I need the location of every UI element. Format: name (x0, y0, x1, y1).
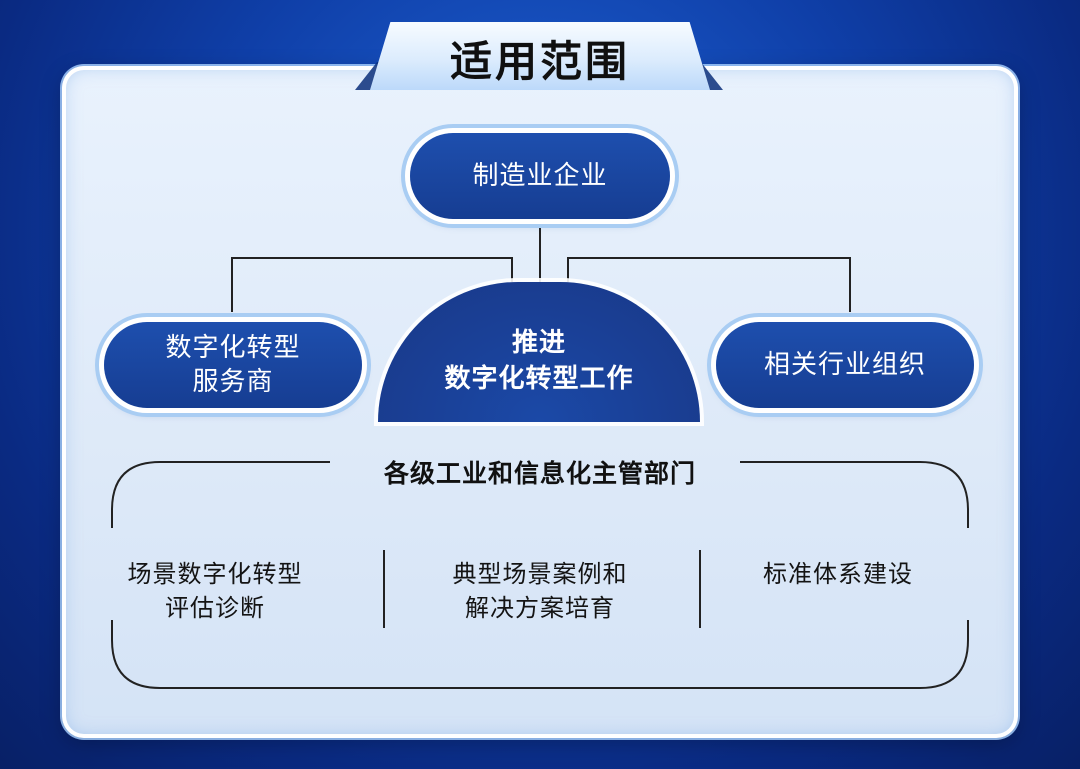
group-item-case-cultivation: 典型场景案例和 解决方案培育 (452, 560, 628, 622)
node-industry-organization: 相关行业组织 (716, 322, 974, 408)
group-title: 各级工业和信息化主管部门 (383, 459, 696, 488)
node-label: 制造业企业 (472, 161, 608, 191)
page-title: 适用范围 (449, 36, 630, 86)
node-label: 数字化转型 服务商 (165, 333, 301, 397)
node-service-provider: 数字化转型 服务商 (104, 322, 362, 408)
node-manufacturing-enterprise: 制造业企业 (410, 133, 670, 219)
node-label: 相关行业组织 (763, 350, 926, 380)
group-item-standards: 标准体系建设 (763, 560, 913, 588)
center-node-label: 推进 数字化转型工作 (444, 328, 634, 394)
title-tab: 适用范围 (370, 22, 710, 90)
group-item-assessment: 场景数字化转型 评估诊断 (127, 560, 303, 622)
